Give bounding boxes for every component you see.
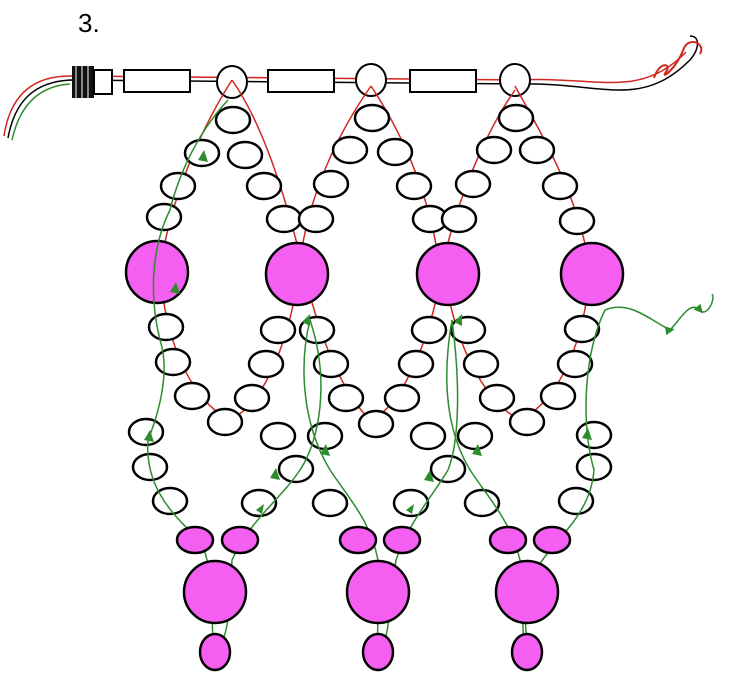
- large-pink-beads-upper: [124, 239, 625, 307]
- middle-seed-beads: [147, 312, 601, 439]
- top-bugle-beads: [123, 69, 477, 93]
- large-pink-beads-lower: [182, 559, 560, 625]
- step-number-label: 3.: [78, 8, 100, 38]
- lower-seed-beads: [127, 417, 613, 518]
- drop-pink-beads: [198, 632, 544, 672]
- thread-end-curl-icon: [653, 40, 703, 79]
- upper-seed-beads: [145, 103, 596, 236]
- top-seed-beads: [216, 63, 531, 99]
- needle-icon: [72, 66, 113, 98]
- small-pink-beads: [175, 525, 572, 555]
